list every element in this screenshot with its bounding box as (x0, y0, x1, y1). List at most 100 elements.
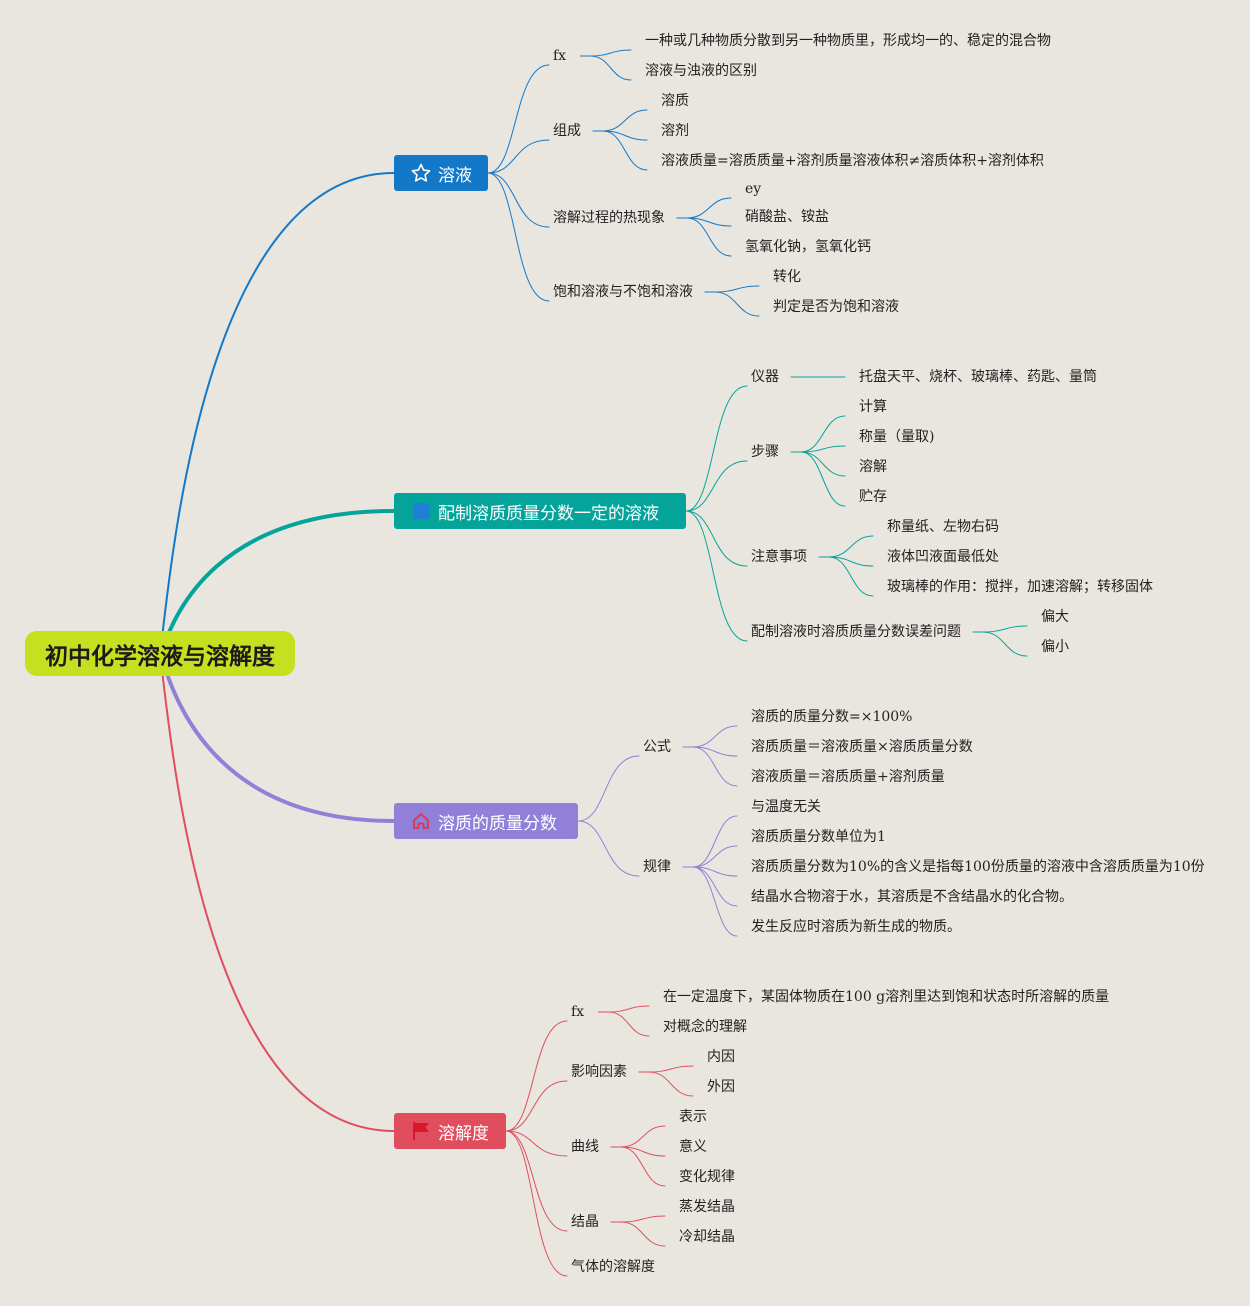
subtopic[interactable]: 仪器 (751, 369, 779, 385)
leaf-connector (676, 197, 732, 219)
leaf-topic[interactable]: 玻璃棒的作用：搅拌，加速溶解；转移固体 (887, 579, 1153, 595)
leaf-connector (682, 725, 738, 748)
leaf-topic[interactable]: 蒸发结晶 (679, 1199, 735, 1215)
leaf-connector (676, 217, 732, 257)
subtopic[interactable]: 注意事项 (751, 549, 807, 565)
leaf-topic[interactable]: 称量纸、左物右码 (887, 519, 999, 535)
subtopic[interactable]: 溶解过程的热现象 (553, 210, 665, 226)
leaf-topic[interactable]: 在一定温度下，某固体物质在100 g溶剂里达到饱和状态时所溶解的质量 (663, 989, 1110, 1005)
leaf-connector (597, 1005, 650, 1013)
root-connector (159, 653, 395, 1132)
leaf-connector (610, 1146, 666, 1187)
leaf-topic[interactable]: 氢氧化钠，氢氧化钙 (745, 239, 871, 255)
leaf-topic[interactable]: 溶质质量分数为10%的含义是指每100份质量的溶液中含溶质质量为10份 (751, 859, 1205, 875)
leaf-connector (972, 625, 1028, 633)
leaf-connector (676, 217, 732, 227)
leaf-topic[interactable]: 冷却结晶 (679, 1229, 735, 1245)
leaf-topic[interactable]: 溶剂 (661, 123, 689, 139)
leaf-topic[interactable]: 溶质质量分数单位为1 (751, 829, 886, 845)
leaf-connector (682, 845, 738, 868)
leaf-topic[interactable]: 与温度无关 (751, 799, 821, 815)
subtopic-connector (487, 64, 550, 174)
flag-icon (410, 1120, 432, 1142)
subtopic[interactable]: fx (571, 1004, 585, 1020)
subtopic-connector (505, 1020, 568, 1132)
subtopic[interactable]: 配制溶液时溶质质量分数误差问题 (751, 624, 961, 640)
leaf-topic[interactable]: 结晶水合物溶于水，其溶质是不含结晶水的化合物。 (751, 889, 1073, 905)
leaf-connector (818, 556, 874, 567)
leaf-topic[interactable]: 转化 (773, 269, 801, 285)
leaf-connector (610, 1215, 666, 1223)
leaf-connector (790, 451, 846, 477)
leaf-topic[interactable]: 贮存 (859, 489, 887, 505)
star-icon (410, 162, 432, 184)
subtopic-connector (487, 172, 550, 302)
leaf-topic[interactable]: 溶液与浊液的区别 (645, 63, 757, 79)
branch-mass-fraction[interactable]: 溶质的质量分数 (394, 803, 578, 839)
leaf-connector (818, 535, 874, 558)
leaf-connector (682, 866, 738, 877)
leaf-topic[interactable]: 托盘天平、烧杯、玻璃棒、药匙、量筒 (859, 369, 1097, 385)
leaf-topic[interactable]: 判定是否为饱和溶液 (773, 299, 899, 315)
subtopic-connector (685, 385, 748, 512)
leaf-topic[interactable]: 内因 (707, 1049, 735, 1065)
branch-solution[interactable]: 溶液 (394, 155, 488, 191)
leaf-connector (597, 1011, 650, 1037)
branch-solubility[interactable]: 溶解度 (394, 1113, 506, 1149)
branch-preparation[interactable]: 配制溶质质量分数一定的溶液 (394, 493, 686, 529)
home-icon (410, 810, 432, 832)
subtopic[interactable]: 规律 (643, 859, 671, 875)
leaf-connector (972, 631, 1028, 657)
subtopic-connector (505, 1080, 568, 1132)
leaf-topic[interactable]: 溶液质量＝溶质质量+溶剂质量 (751, 769, 945, 785)
subtopic[interactable]: 饱和溶液与不饱和溶液 (553, 284, 693, 300)
leaf-topic[interactable]: 偏大 (1041, 609, 1069, 625)
subtopic-connector (505, 1130, 568, 1277)
subtopic[interactable]: 结晶 (571, 1214, 599, 1230)
leaf-topic[interactable]: 溶质 (661, 93, 689, 109)
leaf-connector (704, 291, 760, 317)
leaf-topic[interactable]: 变化规律 (679, 1169, 735, 1185)
subtopic[interactable]: 步骤 (751, 444, 779, 460)
square-icon (410, 500, 432, 522)
leaf-topic[interactable]: 溶液质量=溶质质量+溶剂质量溶液体积≠溶质体积+溶剂体积 (661, 153, 1044, 169)
leaf-connector (592, 130, 648, 141)
root-connector (158, 652, 396, 823)
leaf-topic[interactable]: 发生反应时溶质为新生成的物质。 (751, 919, 961, 935)
leaf-topic[interactable]: 外因 (707, 1079, 735, 1095)
subtopic-connector (487, 172, 550, 228)
leaf-connector (579, 55, 632, 81)
leaf-connector (592, 109, 648, 132)
leaf-connector (682, 866, 738, 937)
leaf-connector (818, 556, 874, 597)
subtopic[interactable]: 影响因素 (571, 1064, 627, 1080)
leaf-topic[interactable]: 溶解 (859, 459, 887, 475)
root-connector (159, 172, 395, 655)
leaf-topic[interactable]: 偏小 (1041, 639, 1069, 655)
leaf-topic[interactable]: 称量（量取) (859, 429, 935, 445)
subtopic-connector (505, 1130, 568, 1157)
leaf-connector (610, 1221, 666, 1247)
leaf-topic[interactable]: 液体凹液面最低处 (887, 549, 999, 565)
root-topic[interactable]: 初中化学溶液与溶解度 (25, 631, 295, 676)
leaf-topic[interactable]: 对概念的理解 (663, 1019, 747, 1035)
subtopic[interactable]: fx (553, 48, 567, 64)
subtopic[interactable]: 公式 (643, 739, 671, 755)
leaf-topic[interactable]: 一种或几种物质分散到另一种物质里，形成均一的、稳定的混合物 (645, 33, 1051, 49)
leaf-topic[interactable]: 硝酸盐、铵盐 (745, 209, 829, 225)
subtopic[interactable]: 组成 (553, 123, 581, 139)
subtopic[interactable]: 气体的溶解度 (571, 1259, 655, 1275)
subtopic[interactable]: 曲线 (571, 1139, 599, 1155)
leaf-topic[interactable]: 溶质的质量分数=×100% (751, 709, 913, 725)
leaf-connector (638, 1065, 694, 1073)
leaf-topic[interactable]: 表示 (679, 1109, 707, 1125)
leaf-topic[interactable]: ey (745, 181, 762, 197)
leaf-connector (790, 451, 846, 507)
subtopic-connector (487, 139, 550, 174)
leaf-topic[interactable]: 溶质质量＝溶液质量×溶质质量分数 (751, 739, 973, 755)
subtopic-connector (577, 820, 640, 877)
leaf-connector (592, 130, 648, 171)
subtopic-connector (685, 510, 748, 642)
leaf-topic[interactable]: 意义 (679, 1139, 707, 1155)
leaf-topic[interactable]: 计算 (859, 399, 887, 415)
